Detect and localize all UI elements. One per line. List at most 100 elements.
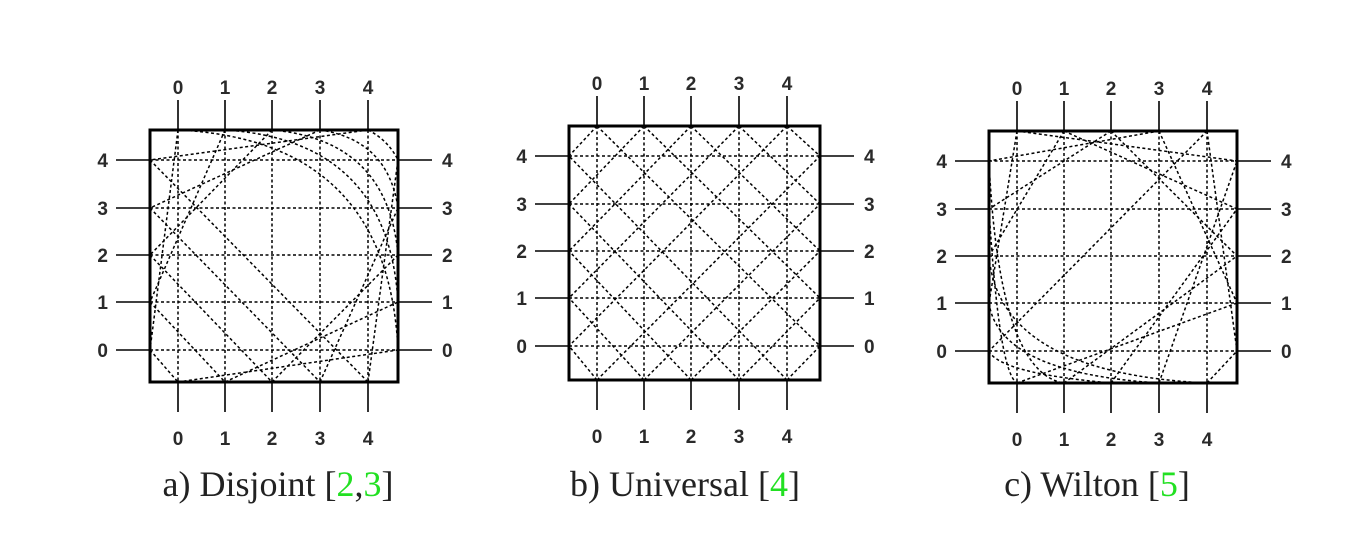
top-pin-label: 4 bbox=[782, 74, 793, 95]
bottom-pin-label: 3 bbox=[315, 429, 326, 450]
top-pin-label: 0 bbox=[1012, 79, 1023, 100]
top-pin-label: 3 bbox=[315, 78, 326, 99]
switch-connection bbox=[1158, 130, 1238, 304]
switch-connection bbox=[149, 159, 369, 383]
caption-text: b) Universal [ bbox=[570, 464, 770, 504]
caption-text: c) Wilton [ bbox=[1004, 464, 1160, 504]
switch-connection bbox=[988, 130, 1160, 162]
top-pin-label: 0 bbox=[592, 74, 603, 95]
switch-connection bbox=[367, 129, 399, 161]
top-pin-label: 3 bbox=[734, 74, 745, 95]
bottom-pin-label: 2 bbox=[1106, 430, 1117, 451]
switch-connection bbox=[786, 345, 821, 381]
panel-caption: a) Disjoint [2,3] bbox=[163, 464, 394, 504]
right-pin-label: 0 bbox=[864, 337, 875, 358]
switch-connection bbox=[988, 130, 1018, 304]
switch-connection bbox=[988, 350, 1112, 384]
switch-connection bbox=[1016, 302, 1238, 384]
switch-connection bbox=[643, 125, 821, 299]
switch-connection bbox=[1063, 255, 1238, 384]
switch-connection bbox=[568, 155, 788, 381]
switch-connection bbox=[271, 254, 399, 383]
right-pin-label: 0 bbox=[1281, 342, 1292, 363]
switch-connection bbox=[149, 129, 226, 303]
bottom-pin-label: 1 bbox=[220, 429, 231, 450]
switch-connection bbox=[568, 125, 598, 157]
switch-connection bbox=[1206, 350, 1238, 384]
switch-connection bbox=[988, 255, 1208, 384]
switch-connection bbox=[568, 125, 692, 252]
caption-text: ] bbox=[1178, 464, 1190, 504]
left-pin-label: 2 bbox=[516, 242, 527, 263]
left-pin-label: 1 bbox=[936, 294, 947, 315]
switch-connection bbox=[568, 125, 788, 347]
top-pin-label: 2 bbox=[267, 78, 278, 99]
bottom-pin-label: 1 bbox=[639, 427, 650, 448]
bottom-pin-label: 4 bbox=[363, 429, 374, 450]
switch-connection bbox=[738, 125, 821, 205]
switch-connections bbox=[568, 125, 821, 381]
switch-connection bbox=[568, 203, 740, 381]
switch-connection bbox=[568, 250, 692, 381]
right-pin-label: 1 bbox=[864, 289, 875, 310]
switch-connection bbox=[367, 159, 399, 383]
bottom-pin-label: 2 bbox=[686, 427, 697, 448]
left-pin-label: 0 bbox=[936, 342, 947, 363]
top-pin-label: 1 bbox=[220, 78, 231, 99]
switch-connection bbox=[738, 297, 821, 381]
switch-connection bbox=[988, 130, 1065, 257]
switch-connection bbox=[1158, 160, 1238, 384]
right-pin-label: 4 bbox=[442, 151, 453, 172]
switch-connection bbox=[1110, 208, 1238, 384]
left-pin-label: 3 bbox=[97, 199, 108, 220]
switch-connections bbox=[988, 130, 1238, 384]
citation-link[interactable]: 2 bbox=[336, 464, 354, 504]
right-pin-label: 0 bbox=[442, 341, 453, 362]
switch-connection bbox=[690, 125, 821, 252]
citation-link[interactable]: 3 bbox=[363, 464, 381, 504]
top-pin-label: 1 bbox=[639, 74, 650, 95]
switch-connection bbox=[149, 254, 273, 383]
top-pin-label: 4 bbox=[363, 78, 374, 99]
switch-connection bbox=[149, 129, 321, 209]
left-pin-label: 1 bbox=[97, 293, 108, 314]
switch-connection bbox=[988, 130, 1208, 352]
switch-connection bbox=[988, 302, 1160, 384]
switch-connections bbox=[149, 129, 399, 383]
switch-connection bbox=[988, 130, 1112, 210]
switch-connection bbox=[690, 250, 821, 381]
right-pin-label: 4 bbox=[1281, 152, 1292, 173]
bottom-pin-label: 0 bbox=[592, 427, 603, 448]
left-pin-label: 2 bbox=[936, 247, 947, 268]
bottom-pin-label: 4 bbox=[782, 427, 793, 448]
left-pin-label: 3 bbox=[516, 195, 527, 216]
switch-connection bbox=[1206, 130, 1238, 352]
left-pin-label: 0 bbox=[516, 337, 527, 358]
citation-link[interactable]: 4 bbox=[770, 464, 788, 504]
right-pin-label: 3 bbox=[864, 195, 875, 216]
switch-connection bbox=[149, 207, 321, 383]
citation-link[interactable]: 5 bbox=[1160, 464, 1178, 504]
switch-connection bbox=[319, 129, 399, 209]
switch-connection bbox=[149, 349, 179, 383]
switch-connection bbox=[596, 125, 821, 347]
bottom-pin-label: 0 bbox=[173, 429, 184, 450]
right-pin-label: 3 bbox=[1281, 200, 1292, 221]
caption-separator: , bbox=[354, 464, 363, 504]
bottom-pin-label: 3 bbox=[734, 427, 745, 448]
switch-connection bbox=[568, 125, 740, 299]
left-pin-label: 1 bbox=[516, 289, 527, 310]
panel-caption: c) Wilton [5] bbox=[1004, 464, 1190, 504]
bottom-pin-label: 0 bbox=[1012, 430, 1023, 451]
bottom-pin-label: 4 bbox=[1202, 430, 1213, 451]
track-wires bbox=[150, 130, 398, 382]
switch-connection bbox=[568, 125, 645, 205]
right-pin-label: 1 bbox=[1281, 294, 1292, 315]
switch-connection bbox=[988, 208, 1018, 384]
right-pin-label: 1 bbox=[442, 293, 453, 314]
switch-connection bbox=[319, 207, 399, 383]
left-pin-label: 3 bbox=[936, 200, 947, 221]
top-pin-label: 4 bbox=[1202, 79, 1213, 100]
switch-connection bbox=[149, 129, 369, 161]
